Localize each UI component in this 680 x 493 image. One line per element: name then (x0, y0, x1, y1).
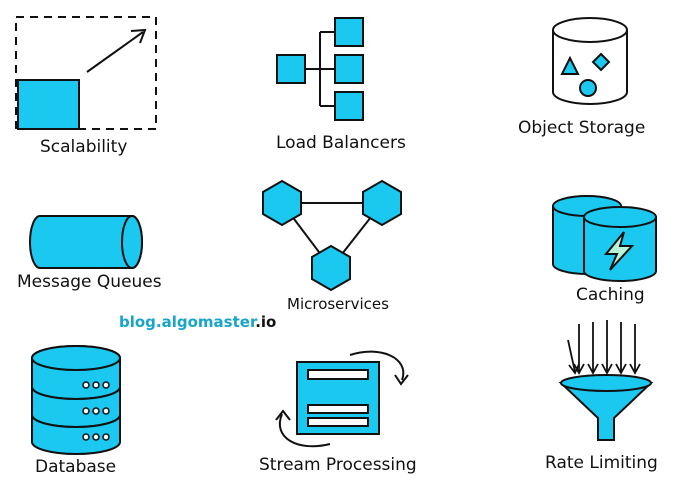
storage-cylinder-top (552, 17, 628, 43)
load-balancers-label: Load Balancers (276, 133, 406, 153)
stream-arrow-top-head (394, 374, 409, 386)
caching-group: Caching (552, 195, 657, 305)
scalability-arrow-head (130, 28, 147, 44)
caching-label: Caching (576, 285, 645, 305)
incoming-request-arrows (567, 320, 641, 375)
database-group: Database (31, 345, 121, 477)
lb-target-node-3 (334, 91, 364, 121)
queue-tube-end (121, 215, 143, 269)
storage-cylinder-body (552, 30, 628, 105)
stream-arrow-bottom-head (275, 409, 291, 421)
stream-processing-label: Stream Processing (259, 455, 417, 475)
service-node-2 (362, 179, 402, 227)
message-queue-group: Message Queues (17, 215, 162, 292)
message-queues-label: Message Queues (17, 272, 162, 292)
service-node-1 (262, 179, 302, 227)
diamond-shape-icon (591, 52, 611, 72)
db-layer-3 (31, 414, 121, 455)
db-top (31, 345, 121, 371)
microservices-label: Microservices (287, 295, 389, 313)
scalability-arrow-shaft (86, 31, 144, 73)
service-node-3 (311, 244, 351, 292)
stream-processing-group: Stream Processing (259, 350, 417, 475)
microservices-group: Microservices (262, 179, 402, 313)
stream-arrow-top-curve (349, 350, 405, 381)
scalability-group: Scalability (15, 16, 157, 157)
funnel-rim (560, 374, 652, 392)
object-storage-group: Object Storage (518, 17, 645, 138)
watermark-part-3: .io (255, 313, 277, 331)
lightning-bolt-icon (603, 231, 635, 271)
db-indicator-dots (82, 381, 110, 441)
watermark-part-2: algomaster (161, 313, 256, 331)
scalability-dashed-box (15, 16, 157, 130)
database-label: Database (35, 457, 116, 477)
watermark: blog.algomaster.io (119, 313, 276, 331)
circle-shape-icon (579, 79, 597, 97)
load-balancer-group: Load Balancers (276, 17, 406, 153)
scalability-small-box (17, 79, 80, 130)
lb-target-node-2 (334, 54, 364, 84)
triangle-shape-icon (560, 55, 580, 75)
rate-limiting-label: Rate Limiting (545, 453, 658, 473)
object-storage-label: Object Storage (518, 118, 645, 138)
watermark-part-1: blog. (119, 313, 162, 331)
cache-front-top (583, 206, 657, 228)
scalability-label: Scalability (40, 137, 127, 157)
stream-line-2 (307, 404, 369, 414)
stream-line-3 (307, 417, 369, 427)
rate-limiting-group: Rate Limiting (545, 320, 658, 473)
stream-line-1 (307, 369, 369, 380)
lb-target-node-1 (334, 17, 364, 47)
lb-source-node (276, 54, 306, 84)
stream-arrow-bottom-curve (279, 413, 331, 448)
